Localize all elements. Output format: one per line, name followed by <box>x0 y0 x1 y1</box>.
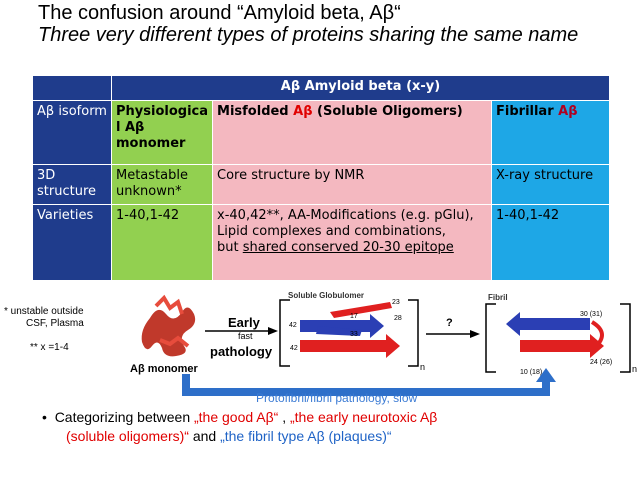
table-header: Aβ Amyloid beta (x-y) <box>111 75 610 101</box>
footnote-1: * unstable outside <box>4 306 84 317</box>
bullet-dot: • <box>42 409 55 425</box>
footnote-2: ** x =1-4 <box>30 342 69 353</box>
varieties-line-a: x-40,42**, AA-Modifications (e.g. pGlu), <box>217 208 474 223</box>
bullet-neuro-1: „the early neurotoxic Aβ <box>290 409 438 425</box>
varieties-line-c: but shared conserved 20-30 epitope <box>217 240 487 256</box>
varieties-but: but <box>217 240 243 255</box>
table-row: Aβ isoform Physiologica l Aβ monomer Mis… <box>32 100 610 165</box>
bullet-text: • Categorizing between „the good Aβ“ , „… <box>42 408 632 446</box>
res-42b: 42 <box>290 345 298 352</box>
misfolded-label: Misfolded <box>217 104 289 119</box>
cell-varieties-1: 1-40,1-42 <box>110 204 214 281</box>
early-label: Early <box>228 315 261 330</box>
slide-title: The confusion around “Amyloid beta, Aβ“ <box>38 2 401 24</box>
fibril-left-bracket-icon <box>485 303 496 373</box>
bullet-and: and <box>188 428 221 444</box>
epitope-text: shared conserved 20-30 epitope <box>242 240 454 255</box>
soluble-title: Soluble Globulomer <box>288 291 364 300</box>
res-30: 30 (31) <box>580 311 602 318</box>
globulomer-strands-icon <box>300 302 400 358</box>
n-label-2: n <box>632 364 637 374</box>
bullet-fibril: „the fibril type Aβ (plaques)“ <box>220 428 392 444</box>
bullet-prefix: Categorizing between <box>54 409 194 425</box>
res-42: 42 <box>289 322 297 329</box>
table-header-row: Aβ Amyloid beta (x-y) <box>32 75 610 101</box>
slow-path-arrow-icon <box>182 374 550 396</box>
cell-physiological: Physiologica l Aβ monomer <box>110 100 214 165</box>
fibril-right-bracket-icon <box>620 303 631 373</box>
header-blank-cell <box>32 75 112 101</box>
res-17: 17 <box>350 313 358 320</box>
bullet-mid: , <box>278 409 290 425</box>
question-arrowhead-icon <box>470 330 480 338</box>
amyloid-table: Aβ Amyloid beta (x-y) Aβ isoform Physiol… <box>32 75 610 281</box>
row-label-isoform: Aβ isoform <box>32 100 112 165</box>
res-28: 28 <box>394 315 402 322</box>
cell-varieties-2: x-40,42**, AA-Modifications (e.g. pGlu),… <box>212 204 493 281</box>
table-row: 3D structure Metastable unknown* Core st… <box>32 164 610 205</box>
n-label: n <box>420 362 425 372</box>
cell-xray: X-ray structure <box>491 164 610 205</box>
fibrillar-label: Fibrillar <box>496 104 554 119</box>
fibrillar-abeta: Aβ <box>553 104 578 119</box>
res-33: 33 <box>350 331 358 338</box>
right-bracket-icon <box>408 299 419 367</box>
left-bracket-icon <box>279 299 290 367</box>
fibril-strands-icon <box>506 312 604 358</box>
row-label-structure: 3D structure <box>32 164 112 205</box>
misfolded-abeta: Aβ <box>288 104 318 119</box>
early-arrowhead-icon <box>268 327 278 335</box>
slide-subtitle: Three very different types of proteins s… <box>38 24 579 46</box>
bullet-neuro-2: (soluble oligomers)“ <box>66 428 189 444</box>
slow-path-label: Protofibril/fibril pathology, slow <box>256 391 418 405</box>
table-row: Varieties 1-40,1-42 x-40,42**, AA-Modifi… <box>32 204 610 281</box>
row-label-varieties: Varieties <box>32 204 112 281</box>
res-23: 23 <box>392 299 400 306</box>
cell-fibrillar: Fibrillar Aβ <box>491 100 610 165</box>
cell-metastable: Metastable unknown* <box>110 164 214 205</box>
res-10: 10 (18) <box>520 369 542 376</box>
monomer-label: Aβ monomer <box>130 363 199 375</box>
cell-varieties-3: 1-40,1-42 <box>491 204 610 281</box>
footnote-1b: CSF, Plasma <box>26 318 84 329</box>
fast-label: fast <box>238 331 253 341</box>
fibril-title: Fibril <box>488 293 508 302</box>
bullet-good: „the good Aβ“ <box>194 409 279 425</box>
cell-nmr: Core structure by NMR <box>212 164 493 205</box>
slow-path-arrowhead-icon <box>536 368 556 382</box>
monomer-structure-icon <box>141 294 196 357</box>
pathology-label: pathology <box>210 344 273 359</box>
varieties-line-b: Lipid complexes and combinations, <box>217 224 446 239</box>
question-mark: ? <box>446 317 453 329</box>
misfolded-soluble: (Soluble Oligomers) <box>317 104 463 119</box>
res-24: 24 (26) <box>590 359 612 366</box>
